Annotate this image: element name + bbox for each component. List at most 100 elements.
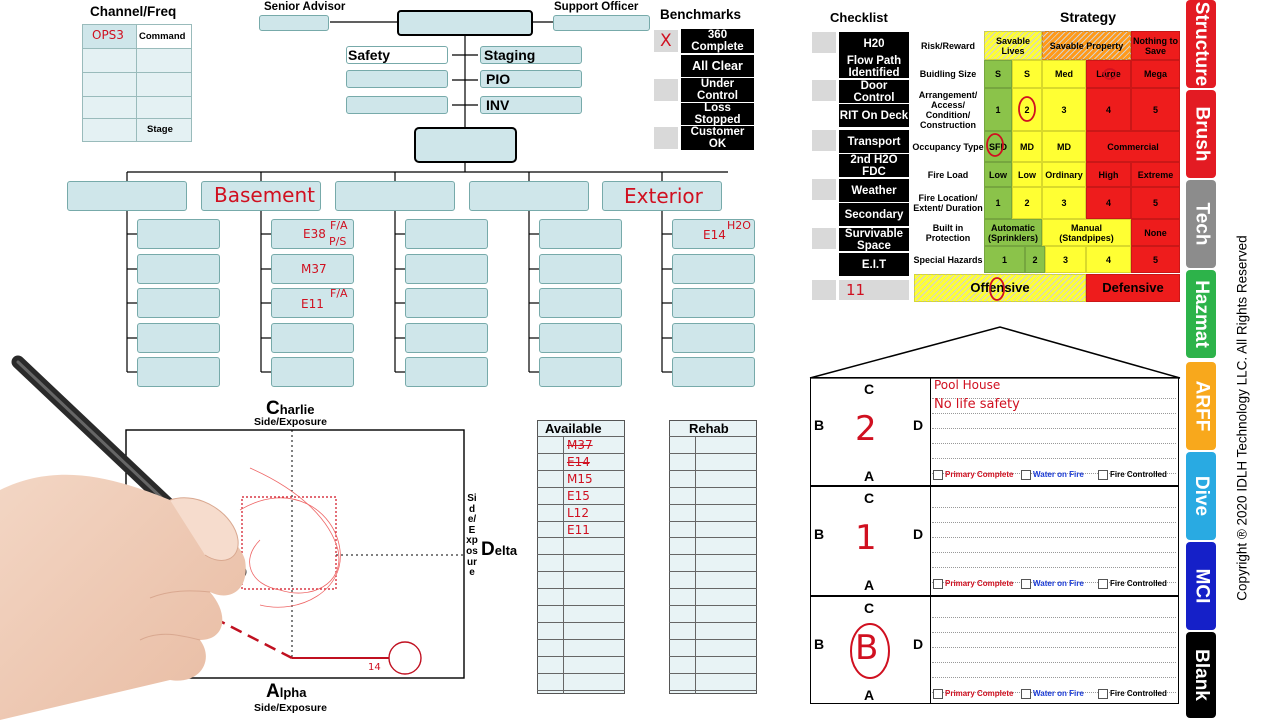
unit-box-5-4[interactable] <box>672 323 755 353</box>
checklist-checkbox-3[interactable] <box>812 80 836 101</box>
checklist-item-5[interactable]: Transport <box>839 130 909 153</box>
fire-controlled-3[interactable]: Fire Controlled <box>1098 689 1167 699</box>
checklist-item-9[interactable]: Survivable Space <box>839 228 909 252</box>
tab-blank[interactable]: Blank <box>1186 632 1216 718</box>
unit-box-2-2[interactable] <box>271 254 354 284</box>
checkbox-icon[interactable] <box>933 470 943 480</box>
unit-box-5-1[interactable] <box>672 219 755 249</box>
primary-complete-1[interactable]: Primary Complete <box>933 470 1013 480</box>
unit-box-3-3[interactable] <box>405 288 488 318</box>
benchmark-checkbox-1[interactable] <box>654 30 678 52</box>
unit-box-1-3[interactable] <box>137 288 220 318</box>
checklist-item-6[interactable]: 2nd H2O FDC <box>839 154 909 178</box>
checklist-checkbox-7[interactable] <box>812 179 836 200</box>
location-1[interactable]: 1 <box>984 187 1012 219</box>
size-5[interactable]: Mega <box>1131 60 1180 88</box>
liaison-box[interactable] <box>346 96 448 114</box>
checklist-item-10[interactable]: E.I.T <box>839 253 909 276</box>
tab-structure[interactable]: Structure <box>1186 0 1216 88</box>
unit-box-2-5[interactable] <box>271 357 354 387</box>
unit-box-3-1[interactable] <box>405 219 488 249</box>
checklist-item-3[interactable]: Door Control <box>839 80 909 104</box>
risk-nothing-to-save[interactable]: Nothing to Save <box>1131 31 1180 60</box>
unit-box-1-5[interactable] <box>137 357 220 387</box>
protection-automatic[interactable]: Automatic (Sprinklers) <box>984 219 1042 246</box>
checklist-checkbox-9[interactable] <box>812 228 836 249</box>
inv-box[interactable] <box>480 96 582 114</box>
occupancy-md-2[interactable]: MD <box>1042 131 1086 162</box>
staging-box[interactable] <box>480 46 582 64</box>
tab-tech[interactable]: Tech <box>1186 180 1216 268</box>
benchmark-under-control[interactable]: Under Control <box>681 78 754 102</box>
benchmark-checkbox-5[interactable] <box>654 127 678 149</box>
arrangement-5[interactable]: 5 <box>1131 88 1180 131</box>
senior-advisor-box[interactable] <box>259 15 329 31</box>
checklist-item-7[interactable]: Weather <box>839 179 909 202</box>
safety-assist-box[interactable] <box>346 70 448 88</box>
water-on-fire-2[interactable]: Water on Fire <box>1021 579 1084 589</box>
division-box-basement[interactable] <box>201 181 321 211</box>
occupancy-commercial[interactable]: Commercial <box>1086 131 1180 162</box>
benchmark-customer-ok[interactable]: Customer OK <box>681 126 754 150</box>
tab-brush[interactable]: Brush <box>1186 90 1216 178</box>
support-officer-box[interactable] <box>553 15 650 31</box>
division-box-3[interactable] <box>335 181 455 211</box>
location-2[interactable]: 2 <box>1012 187 1042 219</box>
unit-box-1-1[interactable] <box>137 219 220 249</box>
pio-box[interactable] <box>480 70 582 88</box>
checklist-item-1[interactable]: H20 <box>839 32 909 55</box>
arrangement-1[interactable]: 1 <box>984 88 1012 131</box>
arrangement-2[interactable]: 2 <box>1012 88 1042 131</box>
checkbox-icon[interactable] <box>1021 579 1031 589</box>
unit-box-4-1[interactable] <box>539 219 622 249</box>
defensive-button[interactable]: Defensive <box>1086 274 1180 302</box>
checklist-item-4[interactable]: RIT On Deck <box>839 104 909 127</box>
fire-load-1[interactable]: Low <box>984 162 1012 187</box>
location-4[interactable]: 4 <box>1086 187 1131 219</box>
checkbox-icon[interactable] <box>1021 470 1031 480</box>
primary-complete-3[interactable]: Primary Complete <box>933 689 1013 699</box>
fire-controlled-2[interactable]: Fire Controlled <box>1098 579 1167 589</box>
checklist-checkbox-1[interactable] <box>812 32 836 53</box>
unit-box-4-5[interactable] <box>539 357 622 387</box>
checklist-item-2[interactable]: Flow Path Identified <box>839 55 909 79</box>
unit-box-4-4[interactable] <box>539 323 622 353</box>
arrangement-4[interactable]: 4 <box>1086 88 1131 131</box>
checklist-item-11[interactable] <box>839 280 909 300</box>
water-on-fire-1[interactable]: Water on Fire <box>1021 470 1084 480</box>
unit-box-1-2[interactable] <box>137 254 220 284</box>
benchmark-checkbox-3[interactable] <box>654 79 678 101</box>
tab-arff[interactable]: ARFF <box>1186 362 1216 450</box>
checklist-checkbox-5[interactable] <box>812 130 836 151</box>
location-5[interactable]: 5 <box>1131 187 1180 219</box>
division-box-1[interactable] <box>67 181 187 211</box>
unit-box-2-4[interactable] <box>271 323 354 353</box>
hazard-2[interactable]: 2 <box>1025 246 1045 273</box>
location-3[interactable]: 3 <box>1042 187 1086 219</box>
risk-savable-lives[interactable]: Savable Lives <box>984 31 1042 60</box>
benchmark-loss-stopped[interactable]: Loss Stopped <box>681 102 754 126</box>
tab-dive[interactable]: Dive <box>1186 452 1216 540</box>
unit-box-2-3[interactable] <box>271 288 354 318</box>
fire-load-4[interactable]: High <box>1086 162 1131 187</box>
channel-cell[interactable] <box>83 25 136 48</box>
arrangement-3[interactable]: 3 <box>1042 88 1086 131</box>
checkbox-icon[interactable] <box>1021 689 1031 699</box>
protection-none[interactable]: None <box>1131 219 1180 246</box>
checklist-checkbox-11[interactable] <box>812 280 836 300</box>
occupancy-sfd[interactable]: SFD <box>984 131 1012 162</box>
fire-load-5[interactable]: Extreme <box>1131 162 1180 187</box>
protection-manual[interactable]: Manual (Standpipes) <box>1042 219 1131 246</box>
risk-savable-property[interactable]: Savable Property <box>1042 31 1131 60</box>
benchmark-360[interactable]: 360 Complete <box>681 29 754 53</box>
size-4[interactable]: Large <box>1086 60 1131 88</box>
division-box-4[interactable] <box>469 181 589 211</box>
unit-box-1-4[interactable] <box>137 323 220 353</box>
occupancy-md-1[interactable]: MD <box>1012 131 1042 162</box>
benchmark-all-clear[interactable]: All Clear <box>681 55 754 77</box>
tab-hazmat[interactable]: Hazmat <box>1186 270 1216 358</box>
size-1[interactable]: S <box>984 60 1012 88</box>
checkbox-icon[interactable] <box>933 579 943 589</box>
hazard-4[interactable]: 4 <box>1086 246 1131 273</box>
unit-box-3-4[interactable] <box>405 323 488 353</box>
